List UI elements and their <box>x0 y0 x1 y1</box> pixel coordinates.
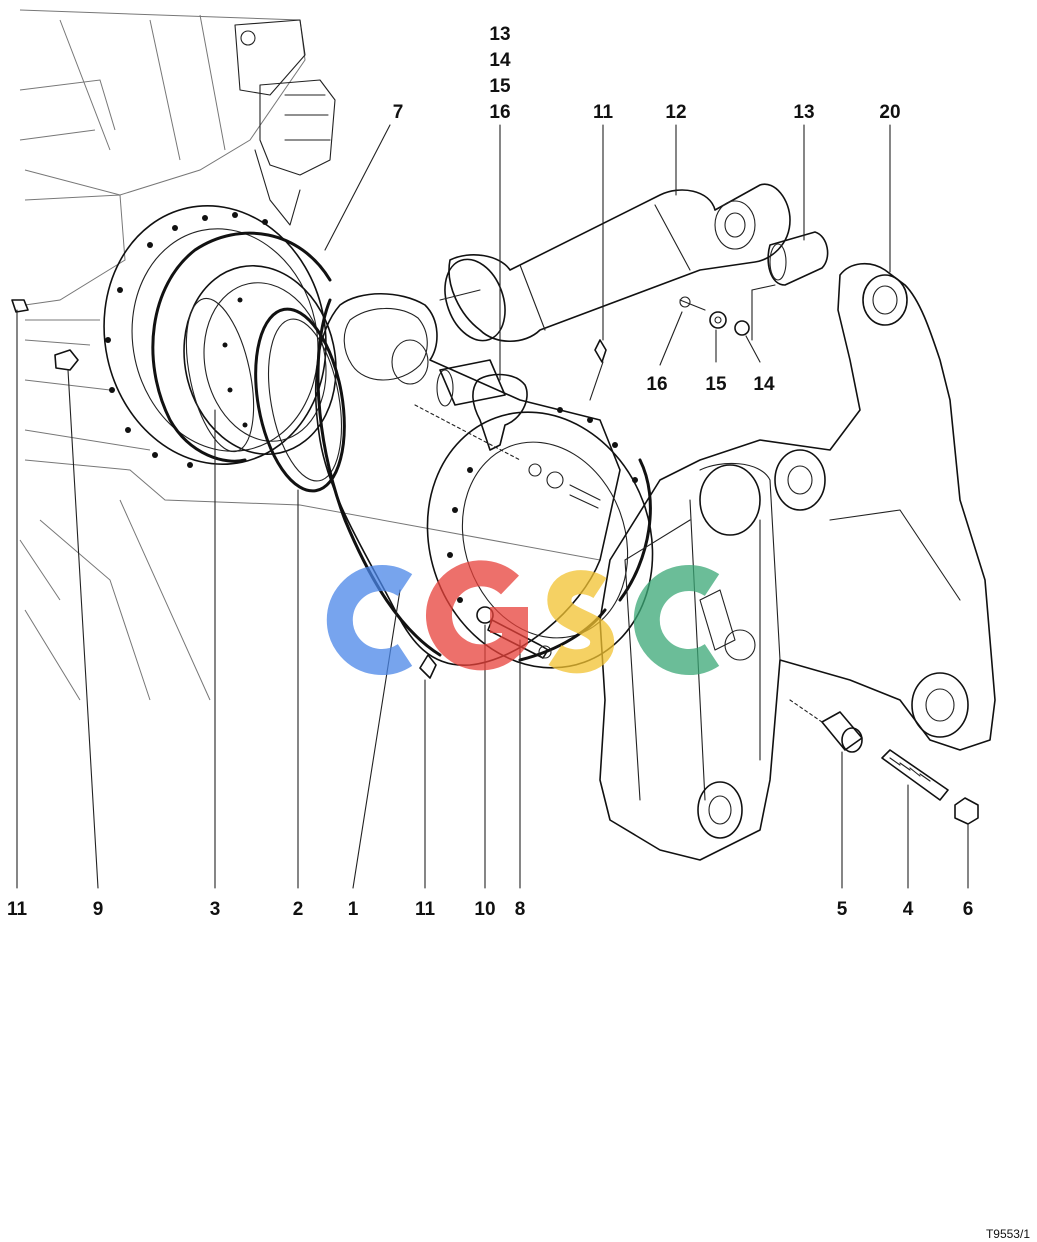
callout-11-top: 11 <box>593 102 614 123</box>
callout-20: 20 <box>879 102 900 123</box>
callout-8: 8 <box>515 899 526 920</box>
callout-12: 12 <box>665 102 686 123</box>
callout-1: 1 <box>348 899 359 920</box>
seal-ring-7 <box>151 231 332 463</box>
callout-3: 3 <box>210 899 221 920</box>
callout-5: 5 <box>837 899 848 920</box>
boom-frame-20 <box>599 262 996 861</box>
callout-6: 6 <box>963 899 974 920</box>
callout-14-mid: 14 <box>753 374 775 395</box>
callout-2: 2 <box>293 899 304 920</box>
machine-housing-background <box>19 9 601 701</box>
callout-11-bottom-left: 11 <box>7 899 28 920</box>
callout-15-top-stack: 15 <box>489 76 511 97</box>
seal-2 <box>254 307 346 493</box>
bushing-stud-nut <box>789 699 979 825</box>
callout-13-top: 13 <box>793 102 814 123</box>
watermark-letter-g <box>426 560 528 671</box>
callout-10: 10 <box>474 899 495 920</box>
watermark-letter-c2 <box>633 565 720 675</box>
callout-15-mid: 15 <box>705 374 727 395</box>
callout-14-top-stack: 14 <box>489 50 511 71</box>
leader-lines <box>16 124 969 889</box>
callout-11-bottom-center: 11 <box>415 899 436 920</box>
watermark-letter-c1 <box>326 565 413 675</box>
callouts-top: 13 14 15 16 7 11 12 13 20 <box>393 24 901 123</box>
callout-16-top-stack: 16 <box>489 102 510 123</box>
callout-4: 4 <box>903 899 914 920</box>
callouts-mid: 16 15 14 <box>646 374 775 395</box>
figure-id: T9553/1 <box>986 1227 1030 1241</box>
pin-and-clamp-assembly <box>414 359 601 509</box>
callout-13-top-stack: 13 <box>489 24 510 45</box>
callout-9: 9 <box>93 899 104 920</box>
watermark-logo <box>326 560 720 675</box>
watermark-letter-s <box>547 570 615 674</box>
callouts-bottom: 11 9 3 2 1 11 10 8 5 4 6 <box>7 899 973 920</box>
hydraulic-cylinder-12 <box>439 183 791 342</box>
right-pin-hardware <box>679 231 829 336</box>
bearing-housing-3 <box>183 264 337 456</box>
callout-7: 7 <box>393 102 404 123</box>
callout-16-mid: 16 <box>646 374 667 395</box>
